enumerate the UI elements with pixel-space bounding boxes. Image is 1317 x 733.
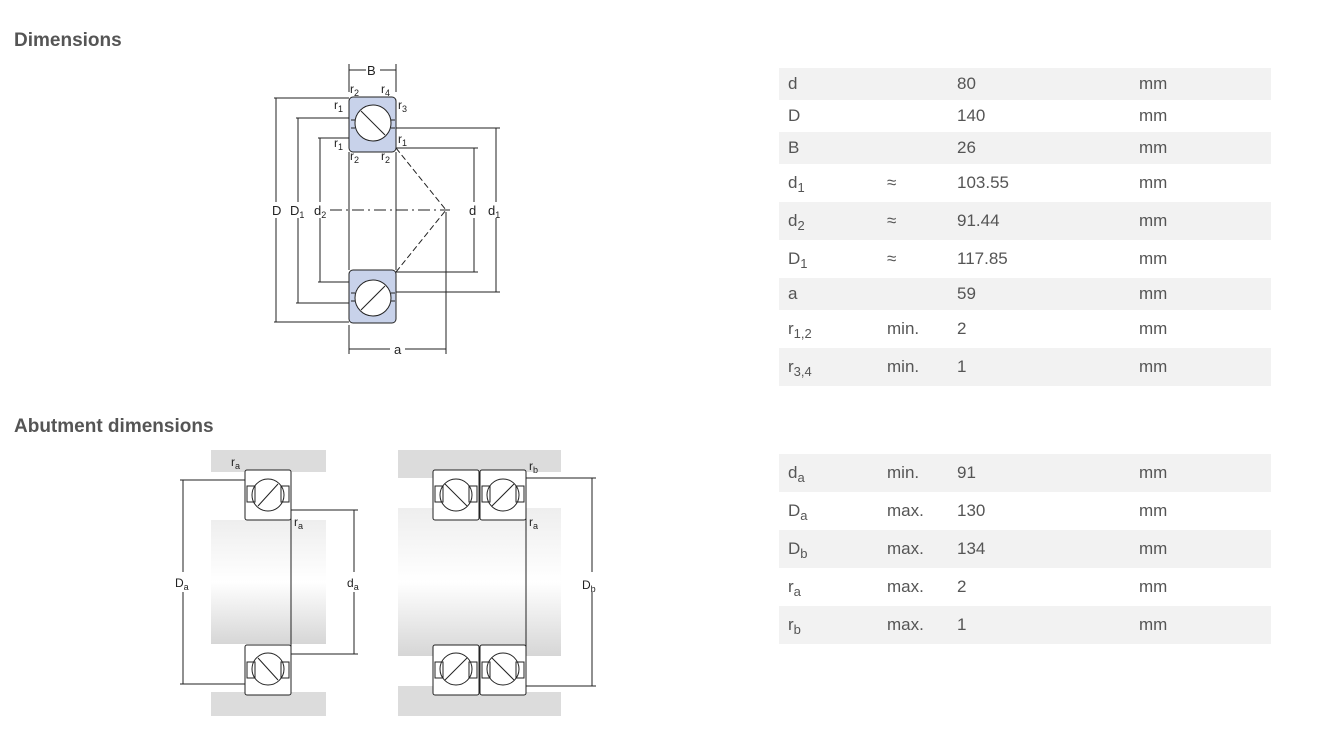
parameter-value: 117.85 bbox=[948, 240, 1130, 278]
parameter-value: 2 bbox=[948, 310, 1130, 348]
label-r1-inner: r1 bbox=[334, 136, 343, 152]
label-da: da bbox=[347, 576, 359, 592]
parameter-value: 134 bbox=[948, 530, 1130, 568]
label-a: a bbox=[394, 342, 402, 357]
label-d: d bbox=[469, 203, 476, 218]
parameter-value: 1 bbox=[948, 606, 1130, 644]
label-Db: Db bbox=[582, 578, 596, 594]
label-d1: d1 bbox=[488, 203, 500, 220]
parameter-qualifier: max. bbox=[878, 568, 948, 606]
parameter-symbol: d1 bbox=[779, 164, 878, 202]
abutment-dimensions-heading: Abutment dimensions bbox=[14, 416, 214, 437]
parameter-qualifier: max. bbox=[878, 492, 948, 530]
parameter-qualifier: min. bbox=[878, 310, 948, 348]
parameter-unit: mm bbox=[1130, 568, 1271, 606]
parameter-qualifier: ≈ bbox=[878, 240, 948, 278]
parameter-unit: mm bbox=[1130, 202, 1271, 240]
parameter-qualifier bbox=[878, 100, 948, 132]
parameter-qualifier: ≈ bbox=[878, 202, 948, 240]
label-B: B bbox=[367, 63, 376, 78]
label-ra-shaft: ra bbox=[294, 515, 303, 531]
label-ra-top: ra bbox=[231, 455, 240, 471]
parameter-symbol: ra bbox=[779, 568, 878, 606]
parameter-value: 2 bbox=[948, 568, 1130, 606]
label-r2-bottom-right: r2 bbox=[381, 149, 390, 165]
parameter-unit: mm bbox=[1130, 278, 1271, 310]
dimensions-heading: Dimensions bbox=[14, 30, 122, 51]
parameter-unit: mm bbox=[1130, 68, 1271, 100]
parameter-unit: mm bbox=[1130, 310, 1271, 348]
parameter-value: 91 bbox=[948, 454, 1130, 492]
parameter-unit: mm bbox=[1130, 240, 1271, 278]
parameter-symbol: r3,4 bbox=[779, 348, 878, 386]
label-D: D bbox=[272, 203, 281, 218]
parameter-unit: mm bbox=[1130, 530, 1271, 568]
parameter-value: 91.44 bbox=[948, 202, 1130, 240]
parameter-qualifier bbox=[878, 68, 948, 100]
parameter-unit: mm bbox=[1130, 606, 1271, 644]
parameter-symbol: a bbox=[779, 278, 878, 310]
parameter-qualifier: max. bbox=[878, 530, 948, 568]
parameter-symbol: d bbox=[779, 68, 878, 100]
parameter-symbol: r1,2 bbox=[779, 310, 878, 348]
bearing-dimension-drawing: B r2 r4 r1 r3 r1 r1 r2 r2 D D1 d2 bbox=[272, 63, 500, 357]
parameter-qualifier: min. bbox=[878, 348, 948, 386]
parameter-value: 140 bbox=[948, 100, 1130, 132]
parameter-symbol: Db bbox=[779, 530, 878, 568]
parameter-unit: mm bbox=[1130, 164, 1271, 202]
parameter-symbol: Da bbox=[779, 492, 878, 530]
label-Da: Da bbox=[175, 576, 189, 592]
parameter-unit: mm bbox=[1130, 348, 1271, 386]
parameter-unit: mm bbox=[1130, 132, 1271, 164]
parameter-unit: mm bbox=[1130, 100, 1271, 132]
label-r1-left: r1 bbox=[334, 98, 343, 114]
parameter-qualifier: min. bbox=[878, 454, 948, 492]
parameter-unit: mm bbox=[1130, 492, 1271, 530]
label-D1: D1 bbox=[290, 203, 304, 220]
parameter-unit: mm bbox=[1130, 454, 1271, 492]
label-r2-bottom-left: r2 bbox=[350, 149, 359, 165]
parameter-symbol: da bbox=[779, 454, 878, 492]
parameter-qualifier: max. bbox=[878, 606, 948, 644]
abutment-single-drawing: ra ra Da da bbox=[175, 450, 359, 716]
parameter-value: 26 bbox=[948, 132, 1130, 164]
label-r4: r4 bbox=[381, 82, 390, 98]
parameter-symbol: D bbox=[779, 100, 878, 132]
label-rb: rb bbox=[529, 459, 538, 475]
parameter-symbol: B bbox=[779, 132, 878, 164]
label-r3: r3 bbox=[398, 98, 407, 114]
parameter-value: 1 bbox=[948, 348, 1130, 386]
parameter-symbol: D1 bbox=[779, 240, 878, 278]
parameter-qualifier bbox=[878, 278, 948, 310]
parameter-value: 103.55 bbox=[948, 164, 1130, 202]
abutment-paired-drawing: rb ra Db bbox=[398, 450, 596, 716]
label-d2: d2 bbox=[314, 203, 326, 220]
parameter-symbol: rb bbox=[779, 606, 878, 644]
parameter-value: 59 bbox=[948, 278, 1130, 310]
parameter-symbol: d2 bbox=[779, 202, 878, 240]
parameter-value: 80 bbox=[948, 68, 1130, 100]
parameter-value: 130 bbox=[948, 492, 1130, 530]
label-r2-top: r2 bbox=[350, 82, 359, 98]
parameter-qualifier bbox=[878, 132, 948, 164]
parameter-qualifier: ≈ bbox=[878, 164, 948, 202]
label-ra-paired: ra bbox=[529, 515, 538, 531]
label-r1-right: r1 bbox=[398, 132, 407, 148]
